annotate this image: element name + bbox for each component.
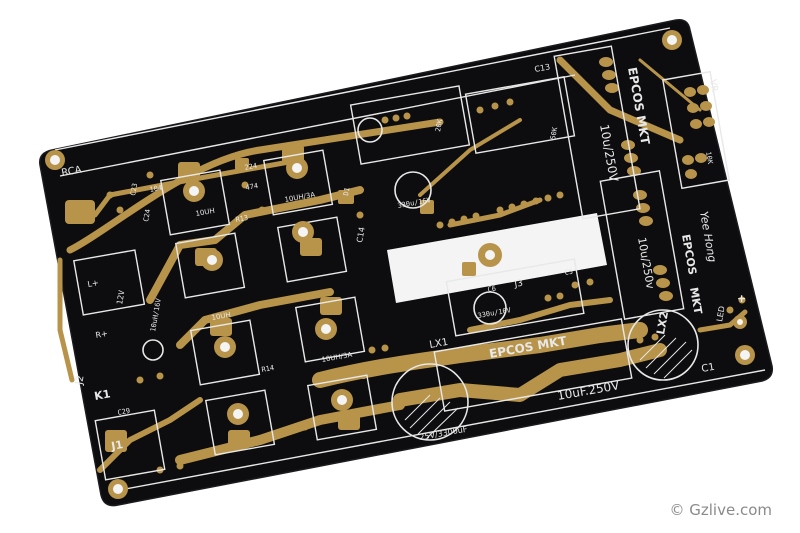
label-plus: + (737, 292, 746, 305)
label-part-r13: R13 (235, 214, 249, 224)
label-part-c29: C29 (117, 407, 131, 417)
label-mkt-right: MKT (687, 286, 705, 315)
label-part-50k: 50K (549, 126, 559, 141)
silkscreen-outlines (54, 27, 766, 491)
label-part-20k: 20K (434, 118, 444, 133)
label-c1: C1 (701, 362, 716, 375)
label-vr: VR (707, 79, 719, 93)
label-part-224: 224 (244, 162, 258, 172)
label-j1: J1 (109, 438, 124, 453)
label-part-c6: C6 (487, 285, 497, 294)
label-lx2: LX2 (654, 310, 671, 335)
electrolytic-footprints (142, 117, 699, 441)
vias (106, 98, 746, 474)
cap-hatching (404, 334, 693, 439)
label-rca: RCA (61, 165, 83, 179)
label-part-d1: D1 (342, 187, 351, 197)
label-r-plus: R+ (95, 329, 109, 340)
label-k1: K1 (93, 387, 111, 403)
label-part-104: 104 (149, 184, 163, 194)
label-inductor-a: 10UH (195, 207, 215, 218)
label-l-plus: L+ (87, 278, 100, 289)
label-lx1: LX1 (429, 337, 449, 351)
label-part-r14: R14 (261, 364, 275, 374)
label-j2: J2 (74, 374, 87, 386)
label-part-10k: 10K (704, 151, 714, 166)
label-part-12v: 12V (115, 289, 126, 305)
label-part-c5: C5 (564, 268, 574, 277)
label-inductor-c: 10UH (211, 311, 231, 322)
label-c13: C13 (534, 62, 551, 74)
label-part-c23: C23 (129, 182, 139, 196)
watermark-text: © Gzlive.com (669, 501, 772, 519)
label-c14: C14 (355, 226, 367, 243)
inductor-pads (183, 157, 502, 425)
mounting-holes (45, 30, 755, 499)
label-led: LED (715, 305, 727, 322)
label-part-c24: C24 (142, 208, 152, 222)
label-part-474: 474 (245, 182, 259, 192)
label-j3: J3 (513, 279, 524, 290)
